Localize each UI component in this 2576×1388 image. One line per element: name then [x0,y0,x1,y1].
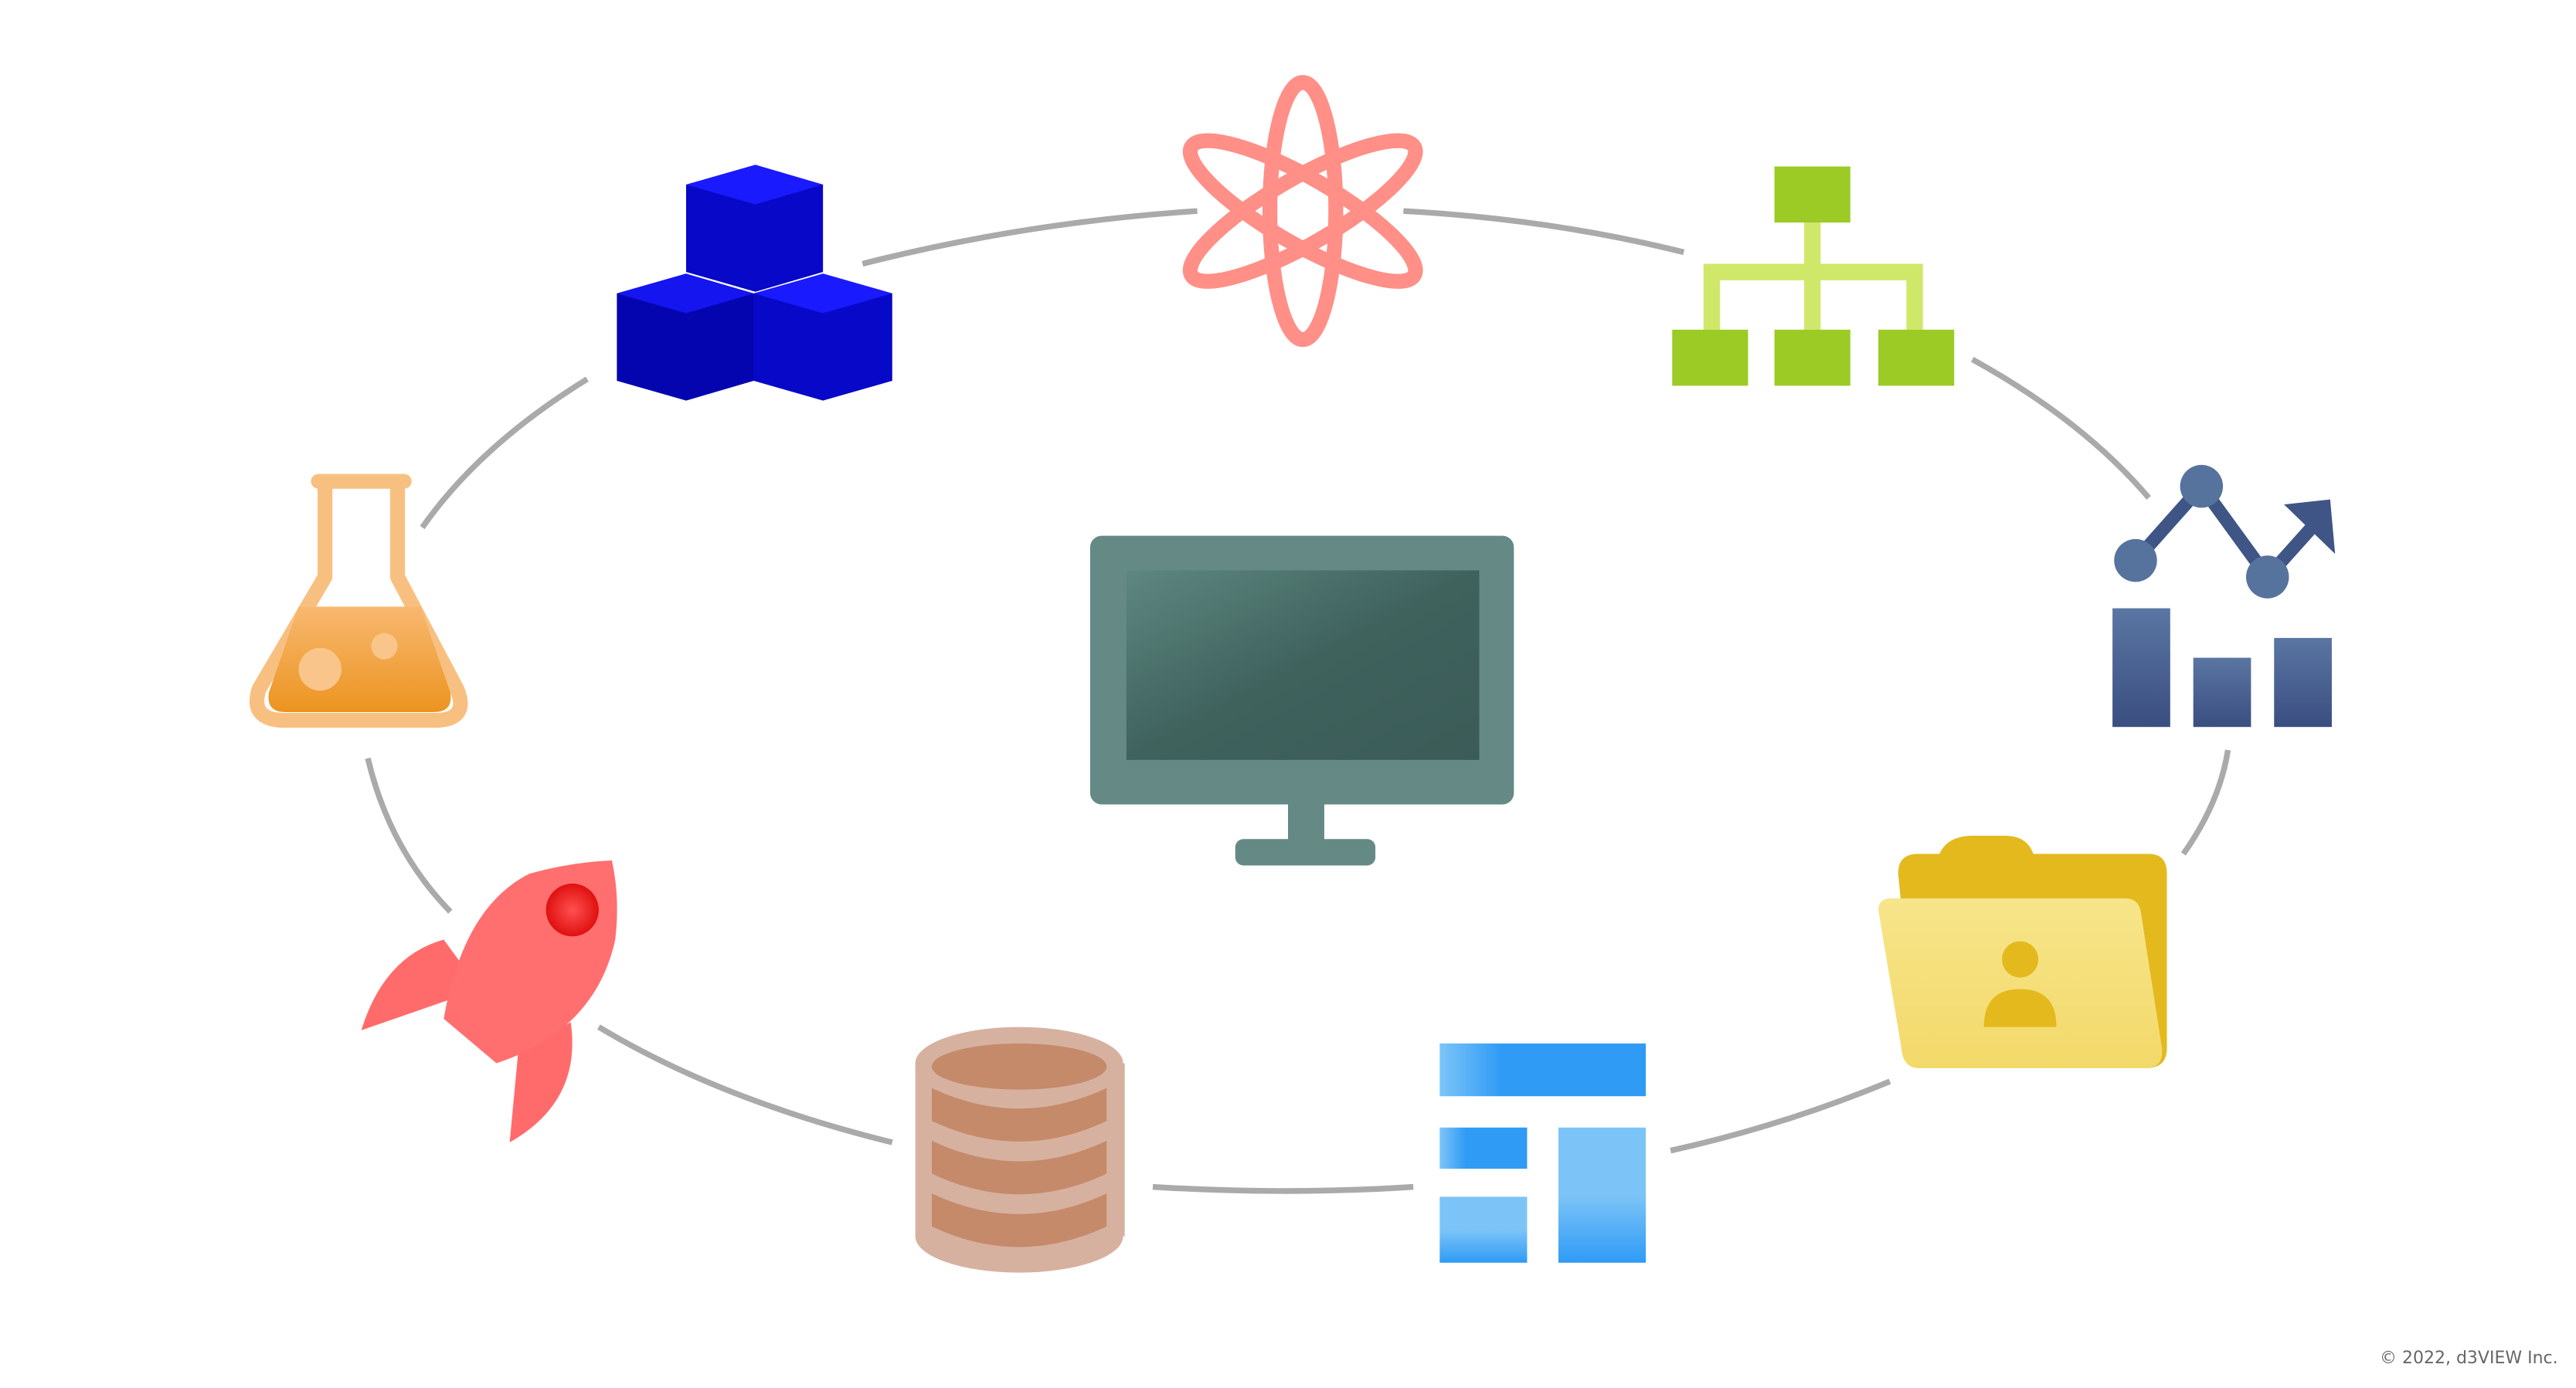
cubes-icon [617,165,892,401]
connectors [365,208,2231,1194]
hierarchy-icon [1672,166,1955,386]
connector-cubes-atom [861,208,1198,267]
connector-atom-hierarchy [1403,208,1685,256]
connector-rocket-flask [365,757,453,914]
dashboard-layout-icon [1439,1043,1647,1263]
connector-chart-folder [2180,749,2231,856]
monitor-icon [1089,535,1514,866]
connector-hierarchy-chart [1970,356,2151,500]
user-folder-icon [1878,836,2167,1068]
flask-icon [249,473,468,728]
database-icon [915,1027,1125,1273]
atom-icon [1182,75,1423,348]
copyright-text: © 2022, d3VIEW Inc. [2380,1349,2558,1368]
connector-dashboard-database [1152,1183,1414,1194]
analytics-chart-icon [2112,464,2336,728]
rocket-icon [361,860,617,1143]
connector-flask-cubes [420,376,589,530]
connector-database-rocket [596,1024,893,1145]
connector-folder-dashboard [1670,1078,1891,1154]
